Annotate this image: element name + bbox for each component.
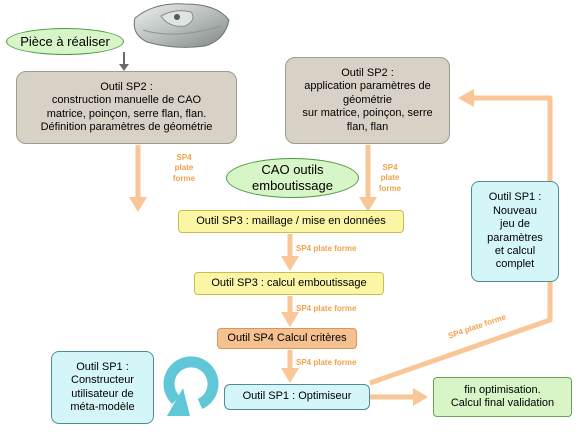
final-validation-text: fin optimisation. Calcul final validatio… xyxy=(450,383,555,409)
sp4-label-a: SP4 plate forme xyxy=(296,244,357,253)
sp4-criteria-box: Outil SP4 Calcul critères xyxy=(217,328,357,349)
sp1-constructor-box: Outil SP1 : Constructeur utilisateur de … xyxy=(51,351,154,424)
sp4-label-right: SP4 plate forme xyxy=(378,163,402,193)
arrow-sp2-to-sp3 xyxy=(129,145,147,212)
part-3d-image xyxy=(133,3,230,48)
sp2-apply-text: Outil SP2 : application paramètres de gé… xyxy=(302,66,433,133)
part-to-make-node: Pièce à réaliser xyxy=(6,28,124,55)
sp4-label-left: SP4 plate forme xyxy=(172,153,196,183)
arrow-calc-to-crit xyxy=(281,296,299,327)
sp4-criteria-text: Outil SP4 Calcul critères xyxy=(227,331,347,344)
part-to-make-label: Pièce à réaliser xyxy=(20,33,110,49)
sp3-calc-box: Outil SP3 : calcul emboutissage xyxy=(194,272,384,295)
cycle-arrow-icon xyxy=(163,356,219,416)
sp1-optimizer-box: Outil SP1 : Optimiseur xyxy=(224,384,370,410)
sp3-mesh-box: Outil SP3 : maillage / mise en données xyxy=(178,210,404,233)
sp1-constructor-text: Outil SP1 : Constructeur utilisateur de … xyxy=(70,360,135,413)
arrow-crit-to-opt xyxy=(281,350,299,383)
arrow-mesh-to-calc xyxy=(281,234,299,271)
sp3-mesh-text: Outil SP3 : maillage / mise en données xyxy=(196,214,386,227)
sp1-new-params-text: Outil SP1 : Nouveau jeu de paramètres et… xyxy=(487,191,543,271)
sp4-label-b: SP4 plate forme xyxy=(296,304,357,313)
sp4-label-c: SP4 plate forme xyxy=(296,358,357,367)
cao-tools-label: CAO outils emboutissage xyxy=(252,162,333,193)
sp2-manual-box: Outil SP2 : construction manuelle de CAO… xyxy=(16,71,237,144)
sp1-optimizer-text: Outil SP1 : Optimiseur xyxy=(242,390,352,403)
sp1-new-params-box: Outil SP1 : Nouveau jeu de paramètres et… xyxy=(471,181,559,282)
final-validation-box: fin optimisation. Calcul final validatio… xyxy=(433,377,572,417)
arrow-opt-to-fin xyxy=(370,388,428,406)
cao-tools-node: CAO outils emboutissage xyxy=(226,158,359,198)
sp3-calc-text: Outil SP3 : calcul emboutissage xyxy=(211,276,367,289)
sp2-apply-box: Outil SP2 : application paramètres de gé… xyxy=(285,57,450,144)
arrow-part-to-sp2 xyxy=(119,52,129,71)
sp2-manual-text: Outil SP2 : construction manuelle de CAO… xyxy=(40,80,213,133)
arrow-sp2right-to-sp3 xyxy=(359,145,377,212)
